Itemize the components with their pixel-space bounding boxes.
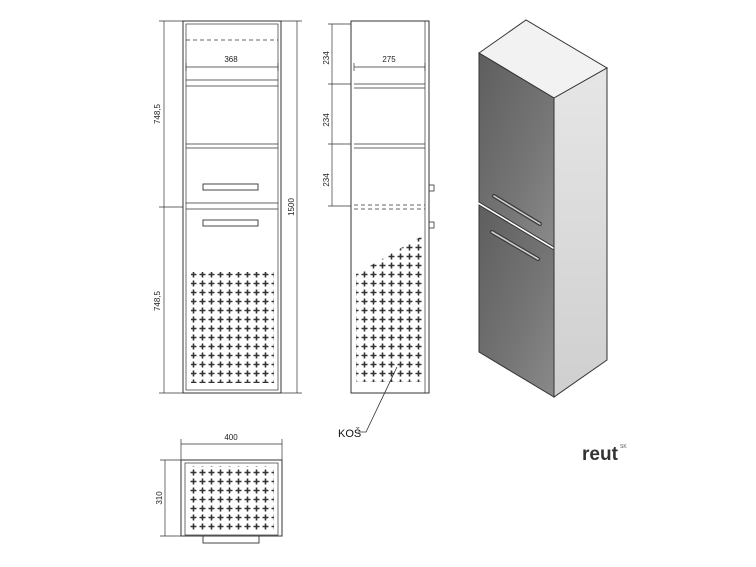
dim-side-depth: 275 [382,55,396,64]
side-outline [350,20,430,394]
basket-label: KOŠ [338,427,361,440]
top-handle [202,535,260,544]
front-inner [185,23,279,391]
side-upper-hinge [428,184,435,192]
top-basket [189,466,274,532]
side-lower-hinge [428,221,435,229]
cabinet-lower-handle [490,230,540,261]
side-view [328,20,435,433]
brand-logo: reut SK [582,444,627,465]
front-view [159,20,302,394]
dim-front-width: 368 [224,55,238,64]
dim-front-upper-height: 748,5 [153,103,162,124]
cabinet-3d-illustration [478,19,608,398]
dim-shelf-3: 234 [322,173,331,187]
cabinet-lower-door [478,204,555,398]
front-upper-handle [202,183,259,191]
top-inner [184,462,279,536]
cabinet-upper-handle [492,194,542,226]
basket-leader [358,366,398,433]
dim-top-depth: 310 [155,491,164,505]
dim-shelf-2: 234 [322,113,331,127]
top-view [160,439,283,544]
side-basket [356,236,422,382]
dim-total-height: 1500 [287,198,296,216]
front-basket [191,272,274,383]
front-lower-handle [202,219,259,227]
dim-shelf-1: 234 [322,51,331,65]
brand-mark: SK [620,444,627,450]
brand-name: reut [582,444,619,465]
cabinet-side [553,67,608,398]
dim-front-lower-height: 748,5 [153,290,162,311]
dim-top-width: 400 [224,433,238,442]
